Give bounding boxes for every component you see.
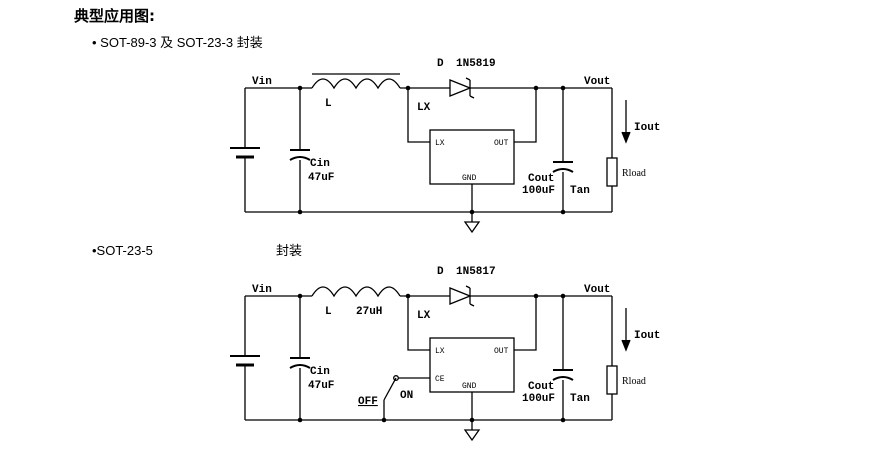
c2-label-cout: Cout xyxy=(528,381,554,393)
c2-ic-gnd: GND xyxy=(462,382,477,391)
switch-lever xyxy=(383,377,397,401)
inductor-symbol-2 xyxy=(311,286,401,298)
diode-symbol-2 xyxy=(449,287,472,305)
c2-label-rload: Rload xyxy=(622,376,646,387)
c2-label-iout: Iout xyxy=(634,330,660,342)
iout-arrow-head-2 xyxy=(621,339,631,352)
wire-lx-to-ic-2 xyxy=(407,296,430,351)
c1-label-l: L xyxy=(325,98,332,110)
c2-label-diode: 1N5817 xyxy=(456,266,496,278)
c2-label-cin: Cin xyxy=(310,366,330,378)
cout-plate-bottom xyxy=(552,168,574,173)
ground-symbol-1 xyxy=(463,212,481,234)
circuit-2 xyxy=(230,285,631,442)
section1-heading: • SOT-89-3 及 SOT-23-3 封装 xyxy=(92,35,263,50)
switch-contact-on xyxy=(393,375,399,381)
wire-out-to-top-2 xyxy=(514,296,537,351)
c1-label-rload: Rload xyxy=(622,168,646,179)
c1-label-cin: Cin xyxy=(310,158,330,170)
c2-label-on: ON xyxy=(400,390,413,402)
rload-resistor-1 xyxy=(606,157,618,187)
wire-lx-to-ic xyxy=(407,88,430,143)
c1-ic-gnd: GND xyxy=(462,174,477,183)
section2-heading: •SOT-23-5 xyxy=(92,243,153,258)
c1-ic-out: OUT xyxy=(494,139,509,148)
c2-label-cin-val: 47uF xyxy=(308,380,334,392)
c1-label-cin-val: 47uF xyxy=(308,172,334,184)
section2-package-label: 封装 xyxy=(276,243,303,258)
c1-label-vin: Vin xyxy=(252,76,272,88)
c1-label-diode: 1N5819 xyxy=(456,58,496,70)
wire-out-to-top xyxy=(514,88,537,143)
c2-label-lx: LX xyxy=(417,310,431,322)
circuit-1 xyxy=(230,73,631,234)
inductor-symbol xyxy=(311,78,401,90)
page-title: 典型应用图: xyxy=(74,7,155,25)
diode-symbol xyxy=(449,79,472,97)
c2-label-off: OFF xyxy=(358,396,378,408)
c2-ic-lx: LX xyxy=(435,347,445,356)
c2-label-tan: Tan xyxy=(570,393,590,405)
c1-label-d: D xyxy=(437,58,444,70)
c1-label-iout: Iout xyxy=(634,122,660,134)
c1-label-vout: Vout xyxy=(584,76,610,88)
c1-ic-lx: LX xyxy=(435,139,445,148)
rload-resistor-2 xyxy=(606,365,618,395)
c2-label-vin: Vin xyxy=(252,284,272,296)
c2-ic-ce: CE xyxy=(435,375,445,384)
c1-label-tan: Tan xyxy=(570,185,590,197)
cin-plate-bottom-2 xyxy=(289,364,311,369)
ground-symbol-2 xyxy=(463,420,481,442)
c1-label-cout: Cout xyxy=(528,173,554,185)
c2-label-vout: Vout xyxy=(584,284,610,296)
c2-ic-out: OUT xyxy=(494,347,509,356)
c2-label-l-val: 27uH xyxy=(356,306,382,318)
iout-arrow-head xyxy=(621,131,631,144)
cin-plate-bottom xyxy=(289,156,311,161)
c2-label-l: L xyxy=(325,306,332,318)
c2-label-cout-val: 100uF xyxy=(522,393,555,405)
c1-label-lx: LX xyxy=(417,102,431,114)
c1-label-cout-val: 100uF xyxy=(522,185,555,197)
cout-plate-bottom-2 xyxy=(552,376,574,381)
c2-label-d: D xyxy=(437,266,444,278)
